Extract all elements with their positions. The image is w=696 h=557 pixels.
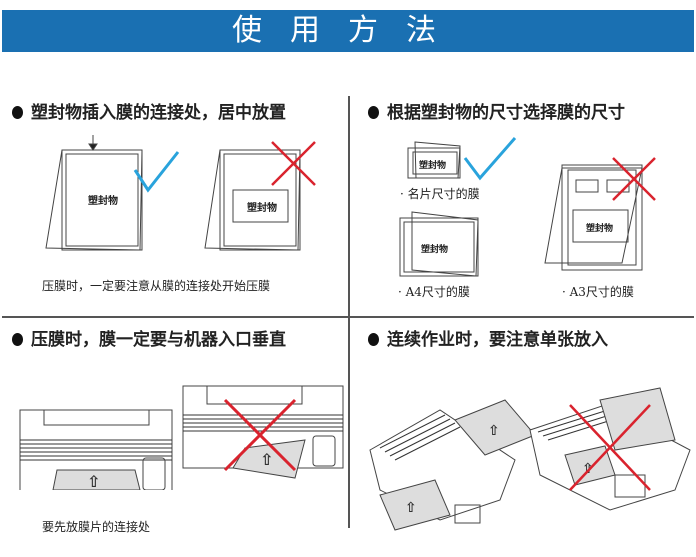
section-4-heading-text: 连续作业时，要注意单张放入 xyxy=(387,330,608,350)
bullet-icon xyxy=(12,106,23,119)
bullet-icon xyxy=(12,333,23,346)
caption-a4-size: · A4尺寸的膜 xyxy=(398,285,470,299)
title-banner: 使用方法 xyxy=(2,10,694,52)
section-3-heading: 压膜时，膜一定要与机器入口垂直 xyxy=(12,325,286,350)
horizontal-divider xyxy=(2,316,694,318)
section-1-heading-text: 塑封物插入膜的连接处，居中放置 xyxy=(31,103,286,123)
section-3-heading-text: 压膜时，膜一定要与机器入口垂直 xyxy=(31,330,286,350)
section-2-illustration: 塑封物 塑封物 塑封物 xyxy=(399,137,656,277)
up-arrow-icon: ⇧ xyxy=(260,450,273,469)
vertical-divider xyxy=(348,96,350,528)
cross-icon xyxy=(612,157,656,201)
section-2-heading-text: 根据塑封物的尺寸选择膜的尺寸 xyxy=(387,103,625,123)
check-icon xyxy=(463,137,517,181)
cross-icon xyxy=(271,141,316,186)
section-4-heading: 连续作业时，要注意单张放入 xyxy=(368,325,608,350)
section-1-illustration: 塑封物 塑封物 xyxy=(45,135,316,251)
up-arrow-icon: ⇧ xyxy=(405,500,417,516)
item-label: 塑封物 xyxy=(247,201,277,214)
section-1-caption: 压膜时，一定要注意从膜的连接处开始压膜 xyxy=(42,279,271,293)
item-label: 塑封物 xyxy=(88,194,118,207)
up-arrow-icon: ⇧ xyxy=(87,472,100,490)
bullet-icon xyxy=(368,333,379,346)
section-3-illustration: ⇧ ⇧ xyxy=(19,385,344,490)
up-arrow-icon: ⇧ xyxy=(488,423,500,439)
up-arrow-icon: ⇧ xyxy=(582,461,594,477)
caption-card-size: · 名片尺寸的膜 xyxy=(400,187,480,201)
item-label: 塑封物 xyxy=(421,243,448,255)
section-1-heading: 塑封物插入膜的连接处，居中放置 xyxy=(12,98,286,123)
cross-icon xyxy=(223,398,297,472)
section-4-illustration: ⇧ ⇧ ⇧ xyxy=(369,387,691,531)
bullet-icon xyxy=(368,106,379,119)
item-label: 塑封物 xyxy=(586,222,613,234)
caption-a3-size: · A3尺寸的膜 xyxy=(562,285,634,299)
check-icon xyxy=(133,151,180,193)
section-2-heading: 根据塑封物的尺寸选择膜的尺寸 xyxy=(368,98,625,123)
cross-icon xyxy=(569,404,651,491)
item-label: 塑封物 xyxy=(419,159,446,171)
section-3-caption: 要先放膜片的连接处 xyxy=(42,520,151,534)
